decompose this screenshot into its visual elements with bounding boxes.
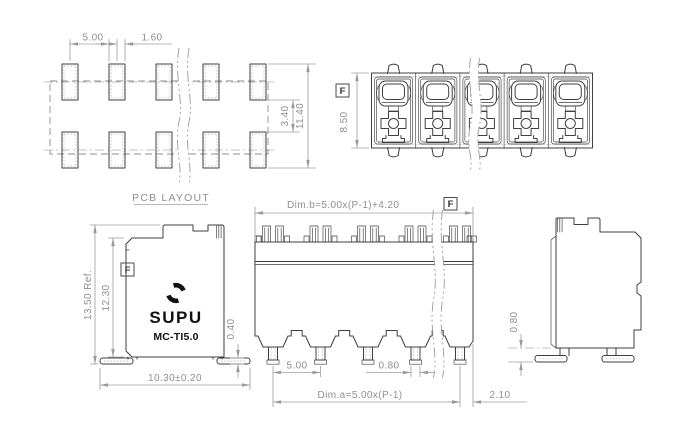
dim-side-body-width: 10.30±0.20 <box>99 368 251 390</box>
pcb-layout-title: PCB LAYOUT <box>132 192 210 204</box>
side-view-datum-label: F <box>125 265 131 276</box>
pcb-layout-view: 5.00 1.60 3.40 11.40 PCB LAYOUT <box>44 33 316 205</box>
pcb-row-span-label: 11.40 <box>295 103 306 129</box>
dim-pcb-pitch: 5.00 <box>69 33 118 61</box>
pcb-break-lines <box>176 47 191 186</box>
side-body-width-label: 10.30±0.20 <box>148 373 202 384</box>
front-dim-a-label: Dim.a=5.00x(P-1) <box>317 390 402 401</box>
pcb-pads <box>61 63 267 169</box>
brand-label: SUPU <box>149 308 202 327</box>
top-view-datum-label: F <box>340 86 346 97</box>
dim-side-lead-thickness: 0.40 <box>226 318 244 378</box>
right-standoff-label: 0.80 <box>509 311 520 332</box>
dim-pcb-row-span: 11.40 <box>268 63 316 169</box>
side-view-right: 0.80 <box>508 217 642 376</box>
pcb-pad-width-label: 1.60 <box>141 33 162 44</box>
pcb-pitch-label: 5.00 <box>82 33 103 44</box>
front-pin-width-label: 0.80 <box>378 361 399 372</box>
side-total-height-label: 13.50 Ref. <box>83 270 94 320</box>
dim-pcb-row-gap: 3.40 <box>266 99 300 133</box>
dim-front-width-a: Dim.a=5.00x(P-1) <box>273 366 461 407</box>
dim-side-total-height: 13.50 Ref. <box>83 224 160 365</box>
front-dim-b-label: Dim.b=5.00x(P-1)+4.20 <box>287 200 399 211</box>
supu-logo-icon <box>166 282 186 304</box>
dim-front-pin-width: 0.80 <box>366 361 434 377</box>
side-right-legs <box>534 347 635 363</box>
dim-front-end-offset: 2.10 <box>448 344 527 407</box>
model-label: MC-TI5.0 <box>153 331 198 343</box>
dim-side-body-height: 12.30 <box>101 237 124 358</box>
dim-pcb-pad-width: 1.60 <box>96 33 172 61</box>
front-pitch-label: 5.00 <box>286 361 307 372</box>
side-view-left: SUPU MC-TI5.0 13.50 Ref. 12.30 F 0.40 <box>83 224 251 390</box>
dim-front-width-b: Dim.b=5.00x(P-1)+4.20 F <box>254 197 474 239</box>
front-end-offset-label: 2.10 <box>489 390 510 401</box>
dim-top-view-height: F 8.50 <box>335 72 369 149</box>
front-view-datum-label: F <box>448 199 454 210</box>
side-body-height-label: 12.30 <box>101 284 112 311</box>
top-view-break-lines <box>468 57 482 172</box>
top-view-height-label: 8.50 <box>339 111 350 132</box>
dim-front-pitch: 5.00 <box>272 361 321 407</box>
pcb-row-gap-label: 3.40 <box>280 105 291 126</box>
front-view-break-lines <box>431 209 445 379</box>
side-lead-thickness-label: 0.40 <box>226 318 237 339</box>
top-view-tabs <box>387 63 577 158</box>
front-view: Dim.b=5.00x(P-1)+4.20 F 5.00 0.80 Dim.a=… <box>254 197 527 407</box>
dim-right-standoff: 0.80 <box>508 311 551 376</box>
side-left-legs <box>99 356 251 365</box>
top-view: F 8.50 <box>335 57 593 172</box>
